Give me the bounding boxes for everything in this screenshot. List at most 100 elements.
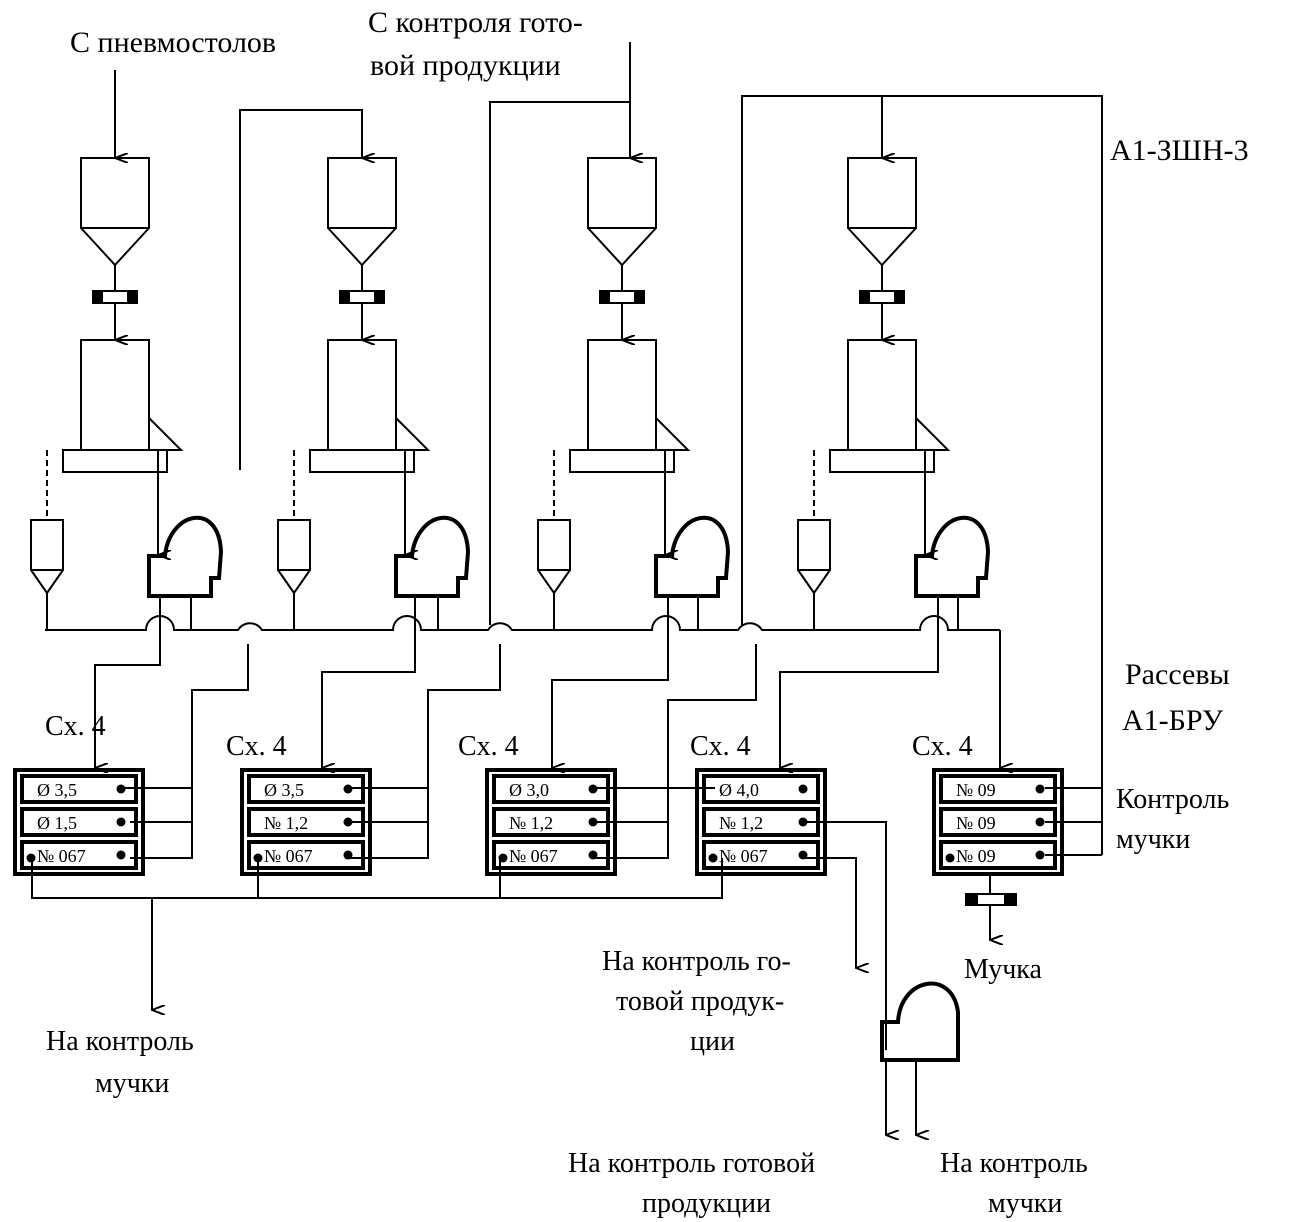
s4-finished-arrow bbox=[805, 857, 856, 968]
machine-column-4 bbox=[797, 157, 991, 630]
sieve-frame bbox=[702, 774, 820, 804]
label-flour-out: Мучка bbox=[964, 954, 1042, 985]
sieve-bottom-dot bbox=[253, 853, 263, 863]
sieve-bottom-dot bbox=[26, 853, 36, 863]
return-s3-up bbox=[667, 644, 757, 822]
label-flour-control-right-2: мучки bbox=[1116, 824, 1190, 855]
collector-line bbox=[45, 615, 1000, 631]
label-finished-mid-2: товой продук- bbox=[616, 986, 784, 1017]
sifter-frame bbox=[695, 768, 827, 876]
label-machine-a1-zshn-3: А1-ЗШН-3 bbox=[1110, 134, 1249, 167]
sifter-frame bbox=[932, 768, 1064, 876]
sieve-outlet-dot bbox=[588, 817, 598, 827]
roller-mill bbox=[654, 515, 731, 598]
flour-collector bbox=[31, 858, 723, 899]
label-finished-mid-1: На контроль го- bbox=[602, 946, 791, 977]
separator-body bbox=[587, 339, 657, 451]
sieve-label: № 067 bbox=[719, 846, 768, 866]
cyclone bbox=[30, 519, 64, 595]
sieve-bottom-dot bbox=[945, 853, 955, 863]
sieve-label: Ø 3,5 bbox=[37, 780, 77, 800]
sieve-outlet-dot bbox=[116, 817, 126, 827]
sieve-outlet-dot bbox=[588, 784, 598, 794]
mill2-to-sifter2 bbox=[321, 598, 416, 768]
sieve-outlet-dot bbox=[116, 850, 126, 860]
sieve-label: № 067 bbox=[264, 846, 313, 866]
separator-base bbox=[309, 449, 415, 473]
machine-column-2 bbox=[277, 157, 471, 630]
return-s3 bbox=[595, 821, 669, 859]
sieve-outlet-dot bbox=[1035, 850, 1045, 860]
sifter-2: Ø 3,5 № 1,2 № 067 bbox=[240, 768, 372, 876]
roller-mill bbox=[394, 515, 471, 598]
sieve-frame bbox=[492, 840, 610, 870]
label-from-control-line2: вой продукции bbox=[370, 49, 561, 82]
sieve-label: № 1,2 bbox=[264, 813, 308, 833]
sifter-4: Ø 4,0№ 1,2№ 067 bbox=[695, 768, 827, 876]
scheme-label-1: Сх. 4 bbox=[45, 711, 106, 742]
sieve-outlet-dot bbox=[798, 850, 808, 860]
separator-body bbox=[847, 339, 917, 451]
sieve-frame bbox=[20, 774, 138, 804]
feed-line-4 bbox=[741, 95, 1103, 855]
feed-line-2 bbox=[239, 109, 362, 470]
sieve-bottom-dot bbox=[708, 853, 718, 863]
label-finished-bottom-2: продукции bbox=[642, 1188, 771, 1219]
bottom-roller-mill bbox=[880, 981, 960, 1062]
feed-line-3 bbox=[489, 101, 631, 625]
sifter-frame bbox=[485, 768, 617, 876]
sieve-label: № 09 bbox=[956, 813, 996, 833]
sieve-bottom-dot bbox=[498, 853, 508, 863]
cyclone bbox=[797, 519, 831, 595]
mill3-to-sifter3 bbox=[551, 598, 669, 768]
sieve-outlet-dot bbox=[343, 850, 353, 860]
outlet-chute bbox=[915, 415, 951, 451]
sieve-frame bbox=[247, 774, 365, 804]
label-from-pneumotables: С пневмостолов bbox=[70, 26, 276, 59]
sieve-label: № 067 bbox=[509, 846, 558, 866]
separator-body bbox=[327, 339, 397, 451]
label-flour-control-bottom-1: На контроль bbox=[940, 1148, 1088, 1179]
scheme-label-2: Сх. 4 bbox=[226, 731, 287, 762]
machine-column-3 bbox=[537, 157, 731, 630]
sieve-label: Ø 1,5 bbox=[37, 813, 77, 833]
hopper bbox=[327, 157, 397, 267]
sieve-frame bbox=[247, 840, 365, 870]
sieve-label: № 09 bbox=[956, 846, 996, 866]
separator-base bbox=[829, 449, 935, 473]
cyclone bbox=[277, 519, 311, 595]
return-s1-up bbox=[191, 644, 249, 788]
hopper bbox=[847, 157, 917, 267]
scheme-label-5: Сх. 4 bbox=[912, 731, 973, 762]
sieve-label: Ø 3,0 bbox=[509, 780, 549, 800]
scheme-label-4: Сх. 4 bbox=[690, 731, 751, 762]
sieve-frame bbox=[20, 840, 138, 870]
label-flour-control-left-1: На контроль bbox=[46, 1026, 194, 1057]
sieve-frame bbox=[492, 807, 610, 837]
sifter-1: Ø 3,5 Ø 1,5 № 067 bbox=[13, 768, 145, 876]
sieve-frame bbox=[20, 807, 138, 837]
sieve-outlet-dot bbox=[116, 784, 126, 794]
label-flour-control-bottom-2: мучки bbox=[988, 1188, 1062, 1219]
sieve-outlet-dot bbox=[588, 850, 598, 860]
sieve-frame bbox=[247, 807, 365, 837]
label-from-control-line1: С контроля гото- bbox=[368, 6, 583, 39]
label-flour-control-left-2: мучки bbox=[95, 1068, 169, 1099]
label-finished-mid-3: ции bbox=[690, 1026, 735, 1057]
outlet-chute bbox=[148, 415, 184, 451]
mill4-to-sifter4 bbox=[779, 598, 939, 768]
roller-mill bbox=[147, 515, 224, 598]
sifter-frame bbox=[240, 768, 372, 876]
outlet-chute bbox=[395, 415, 431, 451]
s4-to-bottom-mill bbox=[805, 821, 887, 1050]
separator-base bbox=[62, 449, 168, 473]
hopper bbox=[80, 157, 150, 267]
separator-body bbox=[80, 339, 150, 451]
sieve-outlet-dot bbox=[1035, 784, 1045, 794]
sieve-label: № 067 bbox=[37, 846, 86, 866]
label-flour-control-right-1: Контроль bbox=[1116, 784, 1229, 815]
sieve-label: Ø 3,5 bbox=[264, 780, 304, 800]
sifter-3: Ø 3,0№ 1,2№ 067 bbox=[485, 768, 617, 876]
